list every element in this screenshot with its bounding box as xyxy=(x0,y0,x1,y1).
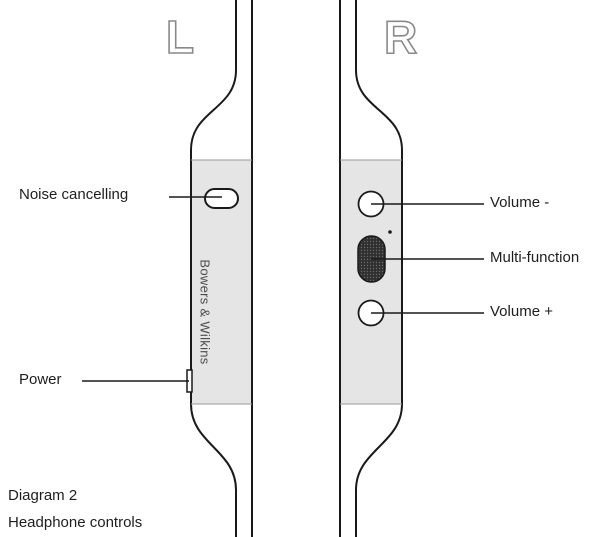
volume-down-label: Volume - xyxy=(490,194,550,211)
left-side-letter: L xyxy=(165,11,195,63)
leader-lines xyxy=(82,196,484,382)
left-arm-outer-edge xyxy=(190,0,237,537)
caption-line-2: Headphone controls xyxy=(8,514,143,531)
microphone-dot xyxy=(388,230,392,234)
multi-function-label: Multi-function xyxy=(490,249,580,266)
brand-text: Bowers & Wilkins xyxy=(197,259,213,365)
right-arm-outer-edge xyxy=(355,0,403,537)
right-earcup-arm xyxy=(339,0,403,537)
volume-up-label: Volume + xyxy=(490,303,553,320)
left-earcup-arm xyxy=(186,0,253,537)
right-side-letter: R xyxy=(383,11,418,63)
noise-cancelling-label: Noise cancelling xyxy=(19,186,129,203)
power-label: Power xyxy=(19,371,62,388)
noise-cancelling-switch xyxy=(204,188,239,209)
caption-line-1: Diagram 2 xyxy=(8,487,78,504)
